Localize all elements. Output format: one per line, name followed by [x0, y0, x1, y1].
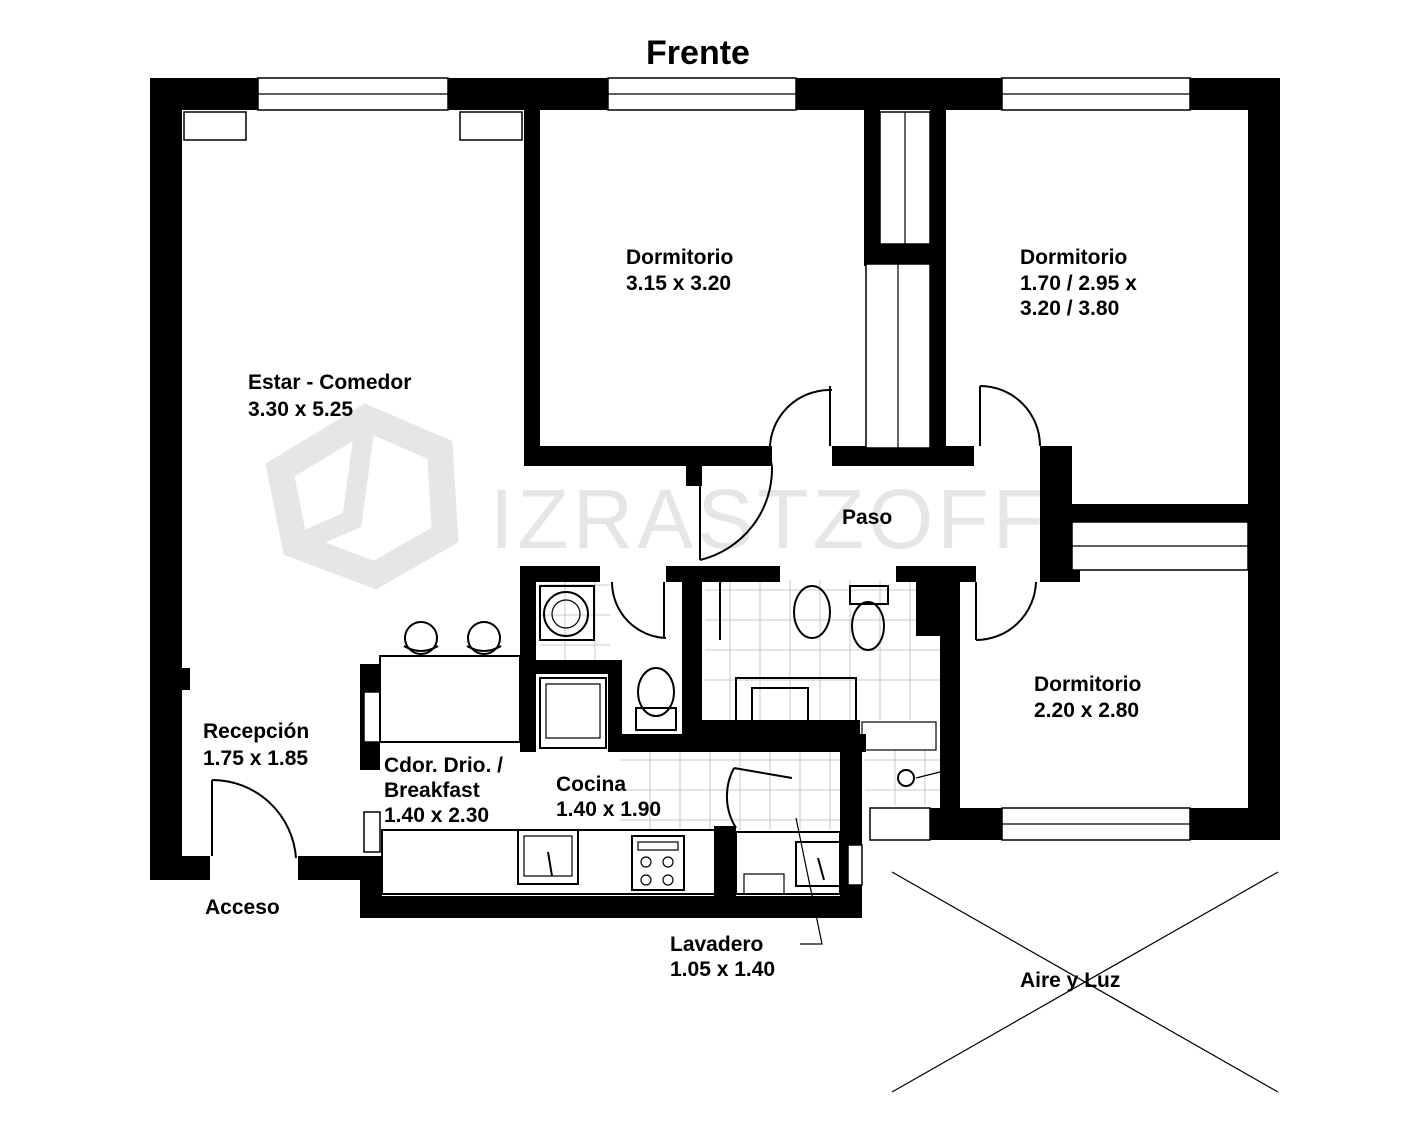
light-well-cross	[891, 871, 1279, 1093]
breakfast-name-line2: Breakfast	[384, 779, 480, 802]
lavadero-size: 1.05 x 1.40	[670, 958, 775, 981]
cocina-name: Cocina	[556, 773, 626, 796]
watermark-text: IZRASTZOFF	[490, 472, 1048, 566]
lavadero-name: Lavadero	[670, 933, 763, 956]
kitchen-fixtures	[381, 829, 717, 895]
dorm3-size: 2.20 x 2.80	[1034, 699, 1139, 722]
front-windows	[183, 77, 1191, 886]
estar-name: Estar - Comedor	[248, 371, 411, 394]
dorm1-size: 3.15 x 3.20	[626, 272, 731, 295]
recepcion-size: 1.75 x 1.85	[203, 747, 308, 770]
laundry-fixtures	[735, 817, 843, 945]
dorm2-size-line1: 1.70 / 2.95 x	[1020, 272, 1137, 295]
watermark-logo	[265, 403, 459, 590]
interior-walls	[520, 106, 1252, 900]
bathroom-fixtures	[539, 585, 941, 787]
breakfast-size: 1.40 x 2.30	[384, 804, 489, 827]
dorm2-size-line2: 3.20 / 3.80	[1020, 297, 1119, 320]
dorm3-name: Dormitorio	[1034, 673, 1141, 696]
dorm2-name: Dormitorio	[1020, 246, 1127, 269]
breakfast-counter	[379, 621, 521, 743]
tile-pattern	[540, 580, 940, 830]
paso-name: Paso	[842, 506, 892, 529]
dorm1-name: Dormitorio	[626, 246, 733, 269]
breakfast-name-line1: Cdor. Drio. /	[384, 754, 503, 777]
door-swings	[211, 385, 1041, 859]
cocina-size: 1.40 x 1.90	[556, 798, 661, 821]
estar-size: 3.30 x 5.25	[248, 398, 353, 421]
acceso-label: Acceso	[205, 896, 280, 919]
plan-title: Frente	[646, 34, 750, 72]
aire-luz-label: Aire y Luz	[1020, 969, 1120, 992]
closet-doors	[865, 111, 1249, 571]
recepcion-name: Recepción	[203, 720, 309, 743]
